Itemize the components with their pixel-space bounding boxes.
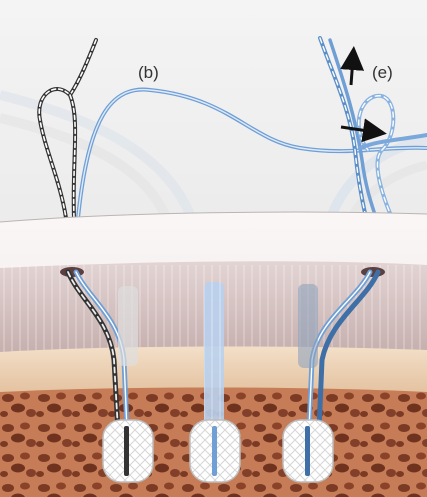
anchor-left	[103, 420, 153, 482]
anchor-right	[283, 420, 333, 482]
label-e: (e)	[372, 63, 393, 82]
suture-hole-right	[361, 267, 385, 277]
anchor-center	[190, 420, 240, 482]
arrow-up	[351, 58, 353, 85]
label-b: (b)	[138, 63, 159, 82]
